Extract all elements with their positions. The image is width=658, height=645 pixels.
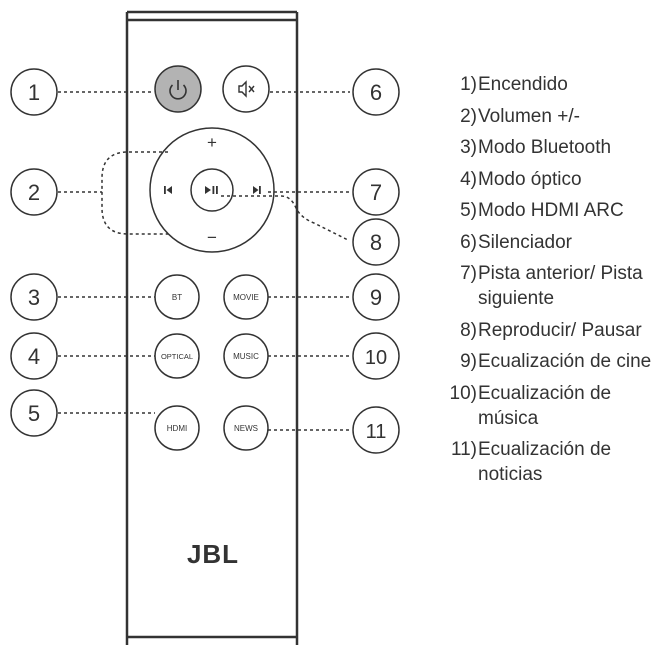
legend-text: Encendido bbox=[478, 74, 568, 95]
legend-text: Pista anterior/ Pista siguiente bbox=[478, 263, 643, 309]
legend-number: 1) bbox=[460, 74, 477, 95]
volume-down-button[interactable]: − bbox=[207, 228, 217, 247]
music-label: MUSIC bbox=[233, 352, 259, 361]
callout-9 bbox=[352, 273, 400, 321]
callout-6-label: 6 bbox=[370, 80, 382, 105]
callout-6 bbox=[352, 68, 400, 116]
legend-item: 6)Silenciador bbox=[410, 230, 658, 255]
legend-item: 4)Modo óptico bbox=[410, 167, 658, 192]
legend-text: Ecualización de música bbox=[478, 382, 612, 429]
legend-text: Silenciador bbox=[478, 231, 572, 253]
legend-text: Modo Bluetooth bbox=[478, 137, 612, 158]
news-label: NEWS bbox=[234, 424, 258, 433]
movie-label: MOVIE bbox=[233, 293, 259, 302]
legend-text: Modo óptico bbox=[478, 168, 582, 190]
callout-4 bbox=[10, 332, 58, 380]
callout-8 bbox=[352, 218, 400, 266]
legend-number: 6) bbox=[460, 231, 477, 253]
power-icon bbox=[169, 80, 187, 100]
bt-label: BT bbox=[172, 293, 182, 302]
callout-2 bbox=[10, 168, 58, 216]
legend-number: 3) bbox=[460, 137, 477, 158]
legend-item: 2)Volumen +/- bbox=[410, 104, 658, 129]
legend-number: 10) bbox=[449, 382, 477, 404]
legend-item: 5)Modo HDMI ARC bbox=[410, 198, 658, 223]
legend-number: 2) bbox=[460, 105, 477, 127]
legend-item: 9)Ecualización de cine bbox=[410, 349, 658, 374]
hdmi-label: HDMI bbox=[167, 424, 187, 433]
legend-number: 5) bbox=[460, 200, 477, 221]
callout-10 bbox=[352, 332, 400, 380]
callout-11 bbox=[352, 406, 400, 454]
callout-1 bbox=[10, 68, 58, 116]
prev-track-button[interactable] bbox=[164, 186, 172, 194]
legend-item: 1)Encendido bbox=[410, 72, 658, 97]
legend-text: Reproducir/ Pausar bbox=[478, 319, 642, 341]
legend-number: 8) bbox=[460, 319, 477, 341]
callout-9-label: 9 bbox=[370, 285, 382, 310]
legend-text: Ecualización de noticias bbox=[478, 439, 612, 485]
jbl-logo: JBL bbox=[187, 539, 239, 569]
next-track-button[interactable] bbox=[253, 186, 261, 194]
legend-text: Modo HDMI ARC bbox=[478, 200, 624, 221]
callout-7 bbox=[352, 168, 400, 216]
callout-5 bbox=[10, 389, 58, 437]
callout-3 bbox=[10, 273, 58, 321]
callout-7-label: 7 bbox=[370, 180, 382, 205]
callout-8-label: 8 bbox=[370, 230, 382, 255]
legend-item: 10)Ecualización de música bbox=[410, 381, 658, 431]
volume-up-button[interactable]: + bbox=[207, 133, 217, 152]
callout-10-label: 10 bbox=[365, 347, 387, 369]
play-pause-icon bbox=[205, 186, 218, 194]
optical-label: OPTICAL bbox=[161, 352, 193, 361]
callout-5-label: 5 bbox=[28, 401, 40, 426]
legend-number: 4) bbox=[460, 168, 477, 190]
legend-text: Volumen +/- bbox=[478, 105, 580, 127]
legend-item: 11)Ecualización de noticias bbox=[410, 437, 658, 487]
dpad: + − bbox=[149, 127, 275, 253]
next-track-icon bbox=[253, 186, 259, 194]
remote-body bbox=[125, 10, 299, 645]
mute-icon bbox=[238, 80, 255, 98]
news-button[interactable] bbox=[223, 405, 269, 451]
mute-button[interactable] bbox=[222, 65, 270, 113]
callout-11-label: 11 bbox=[366, 421, 387, 443]
callout-3-label: 3 bbox=[28, 285, 40, 310]
callout-4-label: 4 bbox=[28, 344, 40, 369]
legend-item: 8)Reproducir/ Pausar bbox=[410, 318, 658, 343]
legend-item: 7)Pista anterior/ Pista siguiente bbox=[410, 261, 658, 311]
hdmi-button[interactable] bbox=[154, 405, 200, 451]
play-pause-button[interactable] bbox=[190, 168, 234, 212]
legend-item: 3)Modo Bluetooth bbox=[410, 135, 658, 160]
legend-number: 7) bbox=[460, 263, 477, 284]
legend-number: 11) bbox=[450, 439, 477, 460]
legend-list: 1)Encendido 2)Volumen +/- 3)Modo Bluetoo… bbox=[410, 72, 658, 494]
prev-track-icon bbox=[164, 186, 166, 194]
leader-lines bbox=[58, 91, 350, 431]
power-button[interactable] bbox=[154, 65, 202, 113]
callout-2-label: 2 bbox=[28, 180, 40, 205]
legend-text: Ecualización de cine bbox=[478, 351, 652, 372]
legend-number: 9) bbox=[460, 351, 477, 372]
callout-1-label: 1 bbox=[28, 80, 40, 105]
